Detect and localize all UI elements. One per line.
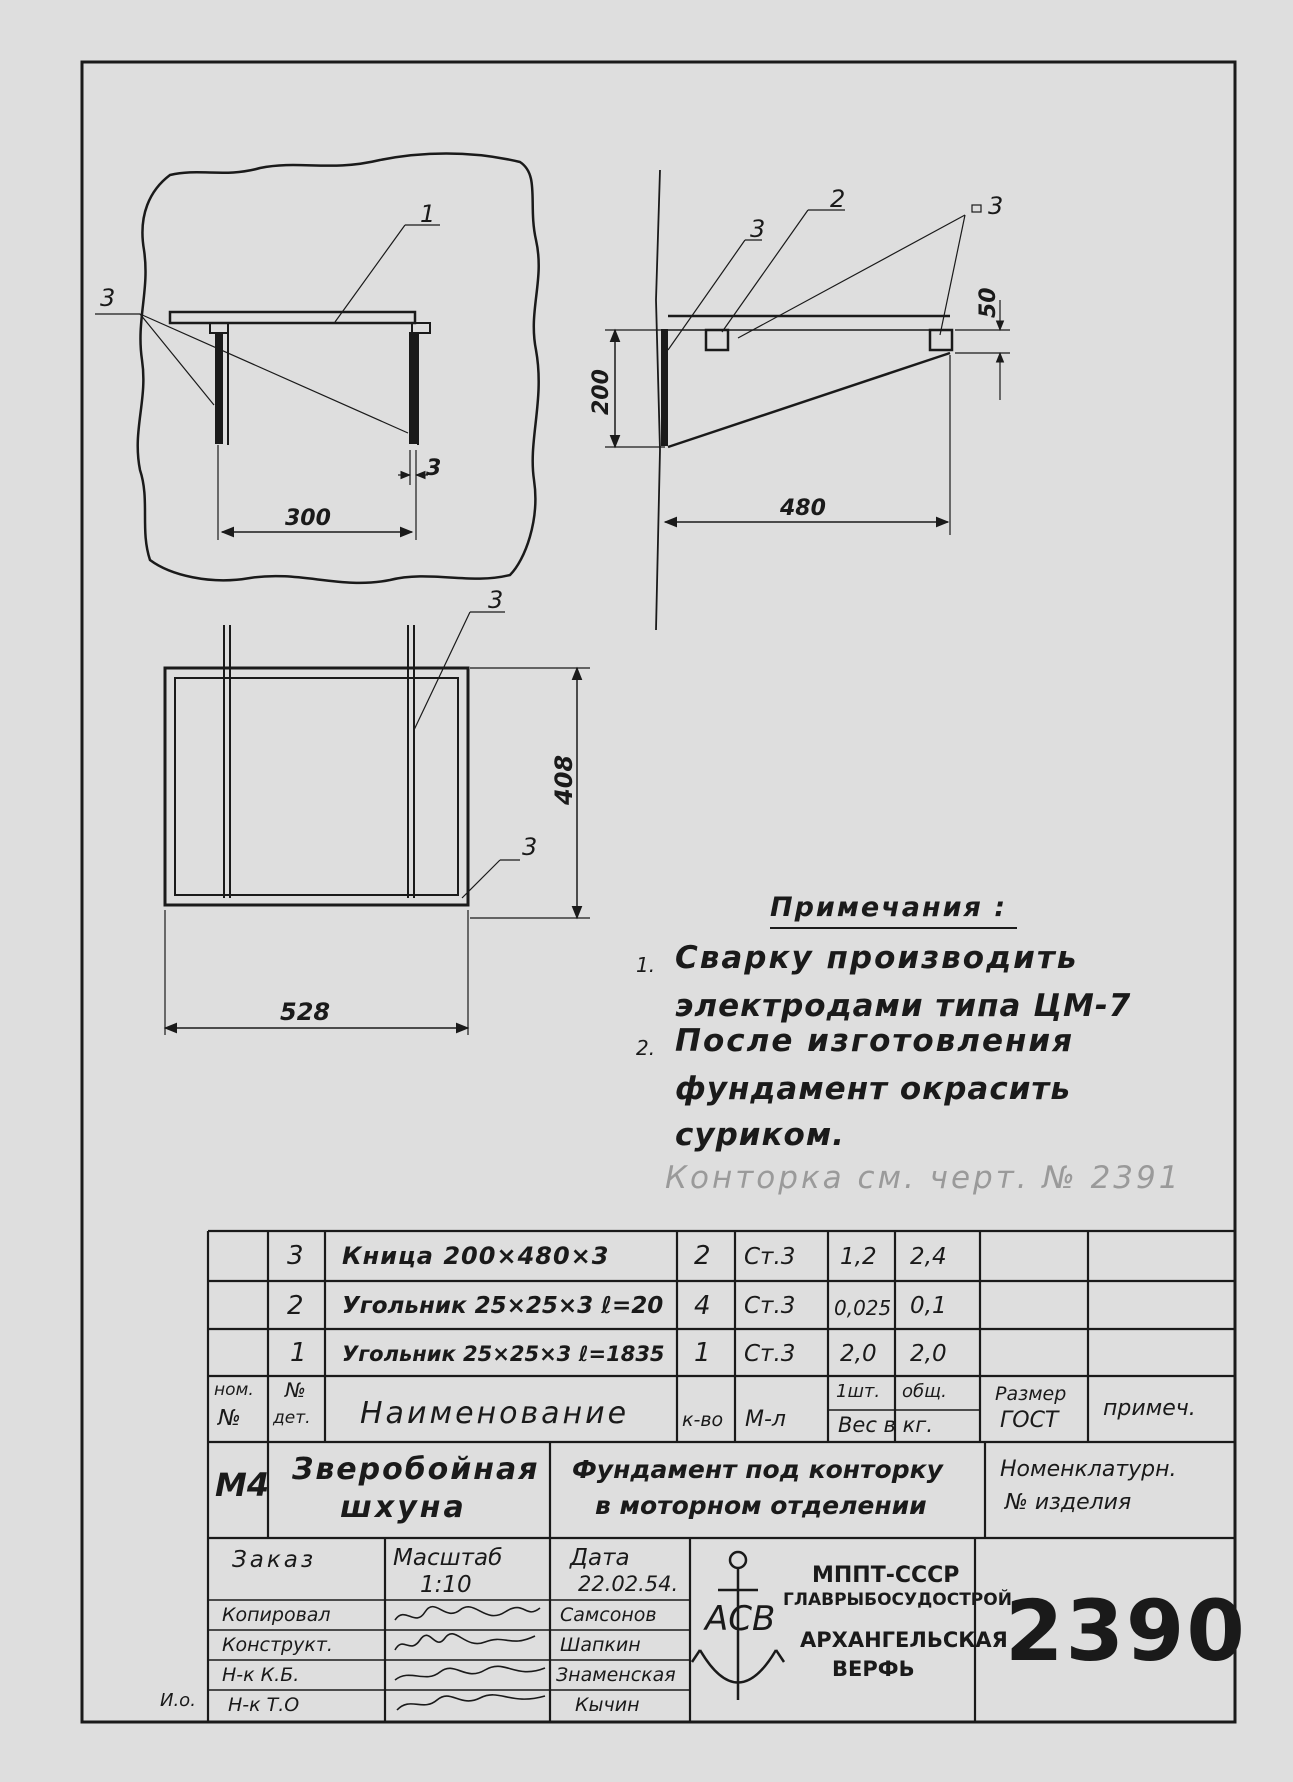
handwritten-signatures xyxy=(394,1605,546,1711)
bracket-view xyxy=(605,169,1010,631)
angle-left xyxy=(704,328,730,352)
date-label: Дата xyxy=(570,1545,630,1571)
header-name: Наименование xyxy=(360,1396,630,1431)
plan-height-dim: 408 xyxy=(550,755,578,806)
part-3-material: Ст.3 xyxy=(744,1244,796,1270)
bracket-callout-2: 2 xyxy=(830,185,845,213)
wall-outline xyxy=(136,152,540,585)
note-2-number: 2. xyxy=(636,1036,656,1060)
date-value: 22.02.54. xyxy=(578,1572,679,1596)
part-1-total-weight: 2,0 xyxy=(910,1341,947,1367)
side-width-dim: 300 xyxy=(285,506,331,531)
header-remark: примеч. xyxy=(1103,1396,1196,1421)
part-2-pos: 2 xyxy=(287,1291,304,1321)
part-2-name: Угольник 25×25×3 ℓ=20 xyxy=(342,1293,664,1319)
bracket-height-dim: 200 xyxy=(589,369,614,415)
part-3-unit-weight: 1,2 xyxy=(840,1244,877,1270)
header-nom-1: ном. xyxy=(214,1380,254,1400)
side-callout-3: 3 xyxy=(100,284,115,312)
drawing-title-line-2: в моторном отделении xyxy=(595,1491,927,1520)
plan-width-dim: 528 xyxy=(280,998,330,1026)
note-2-line-1: После изготовления xyxy=(675,1023,1075,1059)
part-2-qty: 4 xyxy=(694,1291,711,1321)
part-2-total-weight: 0,1 xyxy=(910,1293,947,1319)
part-1-qty: 1 xyxy=(694,1338,711,1368)
side-view xyxy=(95,152,540,585)
bracket-callout-3-right: 3 xyxy=(988,192,1003,220)
header-gost-1: Размер xyxy=(995,1383,1067,1405)
logo-letters: АСВ xyxy=(703,1599,775,1639)
sign-role-1: Копировал xyxy=(222,1604,331,1626)
vessel-line-1: Зверобойная xyxy=(292,1452,540,1487)
anchor-logo xyxy=(690,1550,786,1700)
scale-value: 1:10 xyxy=(420,1572,472,1598)
note-1-line-1: Сварку производить xyxy=(675,940,1079,976)
header-det-1: № xyxy=(285,1378,306,1402)
part-3-total-weight: 2,4 xyxy=(910,1244,947,1270)
header-nom-2: № xyxy=(218,1406,241,1431)
sign-name-3: Знаменская xyxy=(556,1664,676,1686)
bracket-length-dim: 480 xyxy=(779,496,826,521)
nomenclature-line-2: № изделия xyxy=(1005,1490,1132,1515)
header-gost-2: ГОСТ xyxy=(1000,1408,1059,1433)
header-material: М-л xyxy=(745,1407,786,1432)
side-gap-dim: 3 xyxy=(426,456,441,481)
bracket-callout-3-left: 3 xyxy=(750,215,765,243)
org-line-3: АРХАНГЕЛЬСКАЯ xyxy=(800,1628,1008,1652)
part-3-qty: 2 xyxy=(694,1241,711,1271)
leg-right xyxy=(409,332,417,444)
order-label: Заказ xyxy=(232,1547,317,1573)
part-1-pos: 1 xyxy=(290,1338,307,1368)
sign-name-1: Самсонов xyxy=(560,1604,657,1626)
plan-callout-3-corner: 3 xyxy=(522,833,537,861)
part-2-material: Ст.3 xyxy=(744,1293,796,1319)
bracket-leg-dim: 50 xyxy=(976,287,1001,318)
sign-role-4: Н-к Т.О xyxy=(228,1694,300,1716)
part-1-name: Угольник 25×25×3 ℓ=1835 xyxy=(342,1342,665,1366)
wall-line xyxy=(655,169,661,631)
drawing-title-line-1: Фундамент под конторку xyxy=(572,1455,943,1484)
pencil-note: Конторка см. черт. № 2391 xyxy=(665,1160,1182,1196)
vessel-line-2: шхуна xyxy=(340,1490,467,1525)
title-block-grid xyxy=(206,1229,1235,1722)
header-unit-weight: 1шт. xyxy=(836,1381,881,1402)
side-callout-1: 1 xyxy=(420,200,435,228)
header-weight: Вес в кг. xyxy=(838,1413,933,1437)
org-line-1: МППТ-СССР xyxy=(812,1563,960,1588)
top-plate xyxy=(168,310,417,325)
leg-left xyxy=(215,332,223,444)
header-det-2: дет. xyxy=(273,1408,311,1428)
org-line-4: ВЕРФЬ xyxy=(832,1657,915,1681)
sheet-frame xyxy=(80,60,1237,1724)
sign-role-2: Конструкт. xyxy=(222,1634,333,1656)
part-1-unit-weight: 2,0 xyxy=(840,1341,877,1367)
scale-label: Масштаб xyxy=(393,1545,503,1571)
part-1-material: Ст.3 xyxy=(744,1341,796,1367)
header-qty: к-во xyxy=(682,1409,724,1431)
note-2-line-2: фундамент окрасить xyxy=(675,1071,1071,1107)
plan-view xyxy=(163,611,590,1035)
notes-heading: Примечания : xyxy=(770,892,1018,929)
nomenclature-line-1: Номенклатурн. xyxy=(1000,1457,1177,1482)
part-3-pos: 3 xyxy=(287,1241,304,1271)
part-3-name: Кница 200×480×3 xyxy=(342,1242,610,1270)
part-2-unit-weight: 0,025 xyxy=(834,1296,892,1320)
plan-callout-3-top: 3 xyxy=(488,586,503,614)
drawing-number: 2390 xyxy=(1005,1582,1247,1680)
org-line-2: ГЛАВРЫБОСУДОСТРОЙ xyxy=(783,1590,1012,1610)
margin-mark: И.о. xyxy=(160,1690,196,1711)
note-1-line-2: электродами типа ЦМ-7 xyxy=(675,988,1132,1024)
note-2-line-3: суриком. xyxy=(675,1117,845,1153)
sign-name-2: Шапкин xyxy=(560,1634,641,1656)
sheet-code: М4 xyxy=(215,1466,270,1504)
sign-name-4: Кычин xyxy=(575,1694,640,1716)
note-1-number: 1. xyxy=(636,953,656,977)
header-total-weight: общ. xyxy=(902,1381,947,1402)
sign-role-3: Н-к К.Б. xyxy=(222,1664,300,1686)
